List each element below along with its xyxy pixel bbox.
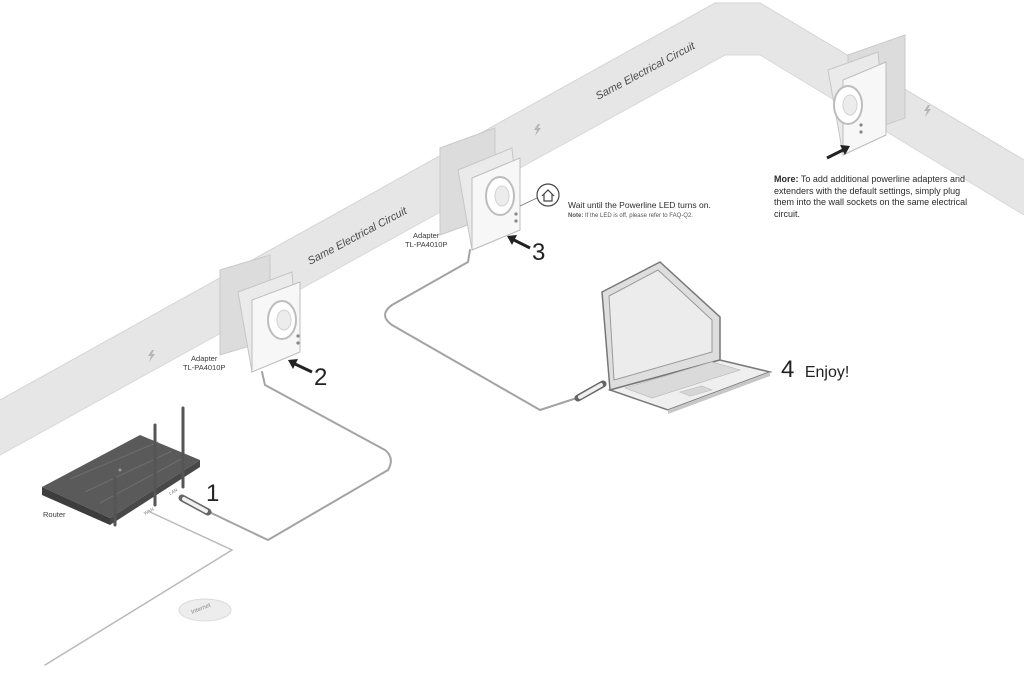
router-port-lan: LAN [168,487,178,496]
lightning-icon [924,105,931,117]
cloud-icon [178,598,232,622]
cable-adapter2-laptop [384,249,584,412]
laptop-icon [601,261,773,414]
adapter-2-label: Adapter TL-PA4010P [405,231,447,249]
cables [44,249,584,666]
router-label: Router [43,510,66,519]
ethernet-plug-icon [574,380,607,402]
adapter-1-title: Adapter [191,354,218,363]
led-note-sub-text: If the LED is off, please refer to FAQ-Q… [583,213,693,219]
led-note: Wait until the Powerline LED turns on. N… [568,200,711,219]
adapter-2 [439,127,521,251]
more-note-prefix: More: [774,174,799,184]
more-note-text: To add additional powerline adapters and… [774,174,968,219]
step-4-number: 4 [781,356,795,383]
arrow-icon [507,235,531,250]
led-note-sub-prefix: Note: [568,213,584,219]
arrow-icon [288,359,313,374]
step-2: 2 [314,364,328,391]
arrow-icon [826,145,850,160]
lightning-icon [148,350,155,362]
ethernet-plug-icon [178,494,212,516]
more-note: More: To add additional powerline adapte… [774,174,974,220]
led-note-sub: Note: If the LED is off, please refer to… [568,213,711,219]
step-3: 3 [532,239,546,266]
adapter-3 [827,34,906,156]
led-pointer-line [519,197,538,207]
home-led-icon [536,183,560,207]
adapter-1-model: TL-PA4010P [183,363,226,372]
cable-router-internet [44,511,234,666]
step-4-text: Enjoy! [804,364,850,381]
adapter-2-model: TL-PA4010P [405,240,448,249]
step-4: 4 Enjoy! [781,356,849,384]
led-note-main: Wait until the Powerline LED turns on. [568,200,711,210]
step-1: 1 [206,480,220,507]
router-icon [42,406,200,527]
adapter-2-title: Adapter [413,231,440,240]
adapter-1-label: Adapter TL-PA4010P [183,354,225,372]
cable-router-adapter1 [204,371,392,542]
lightning-icon [534,124,541,136]
router-port-wan: WAN [143,507,154,516]
adapter-1 [219,254,301,373]
